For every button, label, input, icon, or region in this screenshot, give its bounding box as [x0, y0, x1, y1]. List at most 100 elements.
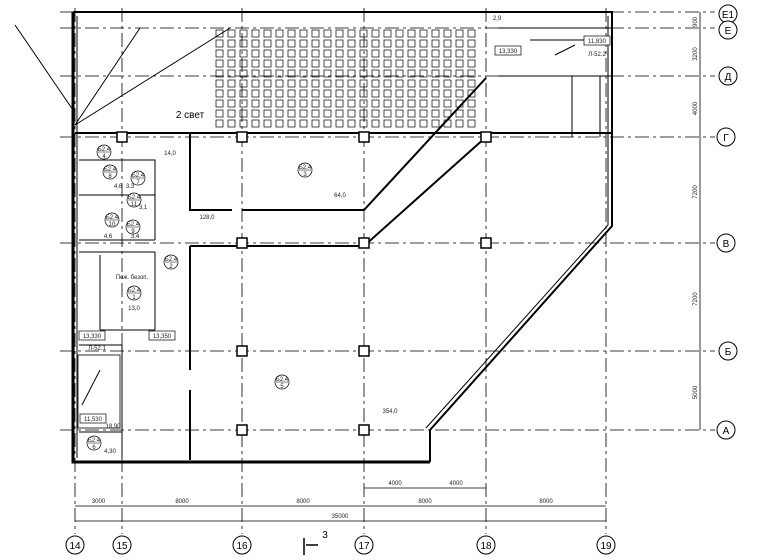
- seat: [443, 89, 452, 98]
- room-tag-code: Б2.4: [106, 215, 119, 221]
- seat: [383, 69, 392, 78]
- axis-label: 18: [480, 541, 492, 552]
- seat: [347, 79, 356, 88]
- dimension-text: 3200: [693, 47, 699, 61]
- seat: [299, 39, 308, 48]
- seat: [443, 69, 452, 78]
- seat: [359, 89, 368, 98]
- seat: [395, 29, 404, 38]
- seat: [371, 59, 380, 68]
- seat: [335, 39, 344, 48]
- column: [236, 237, 248, 249]
- seat: [287, 59, 296, 68]
- seat: [251, 119, 260, 128]
- room-number: 10: [109, 222, 116, 228]
- column: [358, 131, 370, 143]
- room-tag-code: Б2.4: [276, 377, 289, 383]
- room-number: 9: [131, 229, 135, 235]
- seat: [299, 59, 308, 68]
- double-height-note: 2 свет: [176, 110, 205, 121]
- seat: [419, 39, 428, 48]
- room-tag-code: Б2.4: [132, 173, 145, 179]
- seat: [419, 69, 428, 78]
- seat: [455, 69, 464, 78]
- seat: [323, 29, 332, 38]
- seat: [287, 119, 296, 128]
- seat: [239, 69, 248, 78]
- seat: [383, 59, 392, 68]
- seat: [275, 49, 284, 58]
- column: [116, 131, 128, 143]
- seat: [239, 99, 248, 108]
- seat: [383, 79, 392, 88]
- seat: [407, 59, 416, 68]
- dimension-text: 8000: [175, 499, 189, 505]
- room-tag-code: Б2.4: [88, 438, 101, 444]
- seat: [335, 29, 344, 38]
- seat: [431, 99, 440, 108]
- room-area: 64,0: [334, 193, 346, 199]
- axis-label: 19: [600, 541, 612, 552]
- seat: [275, 79, 284, 88]
- seat: [215, 59, 224, 68]
- seat: [467, 109, 476, 118]
- seat: [311, 39, 320, 48]
- seat: [467, 79, 476, 88]
- seat: [335, 109, 344, 118]
- axis-label: Е1: [722, 10, 735, 21]
- seat: [395, 99, 404, 108]
- seat: [407, 29, 416, 38]
- seat: [395, 89, 404, 98]
- seat: [251, 89, 260, 98]
- seat: [347, 59, 356, 68]
- seat: [419, 109, 428, 118]
- seat: [215, 39, 224, 48]
- seat: [263, 89, 272, 98]
- dimension-text: 35000: [332, 514, 349, 520]
- dimension-text: 7200: [693, 185, 699, 199]
- seat: [215, 69, 224, 78]
- axis-label: Г: [723, 133, 729, 144]
- seat: [395, 49, 404, 58]
- seat: [323, 59, 332, 68]
- dimension-text: 4000: [449, 481, 463, 487]
- dimension-text: 900: [693, 16, 699, 27]
- room-number: 1: [132, 295, 136, 301]
- seat: [467, 49, 476, 58]
- seat: [287, 89, 296, 98]
- room-area: 4,30: [104, 449, 116, 455]
- seat: [335, 99, 344, 108]
- seat: [323, 49, 332, 58]
- stair-label: Л-52.1: [88, 346, 106, 352]
- seat: [419, 119, 428, 128]
- axis-bubble: [232, 535, 252, 555]
- seat: [455, 89, 464, 98]
- room-tag-code: Б2.4: [104, 167, 117, 173]
- room-area: 354,0: [382, 409, 398, 415]
- seat: [239, 49, 248, 58]
- seat: [431, 59, 440, 68]
- seat: [419, 59, 428, 68]
- seat: [431, 109, 440, 118]
- room-number: 11: [131, 202, 138, 208]
- elevation-mark: 11,530: [84, 417, 103, 423]
- seat: [311, 119, 320, 128]
- axis-bubble: [716, 420, 736, 440]
- room-number: 5: [280, 384, 284, 390]
- seat: [287, 39, 296, 48]
- seat: [275, 69, 284, 78]
- elevation-box: [583, 35, 611, 46]
- column: [480, 237, 492, 249]
- seat: [287, 109, 296, 118]
- seat: [335, 79, 344, 88]
- seat: [335, 59, 344, 68]
- seat: [455, 29, 464, 38]
- axis-label: 15: [116, 541, 128, 552]
- seat: [455, 99, 464, 108]
- seat: [419, 29, 428, 38]
- seat: [419, 89, 428, 98]
- seat: [287, 99, 296, 108]
- seat: [407, 79, 416, 88]
